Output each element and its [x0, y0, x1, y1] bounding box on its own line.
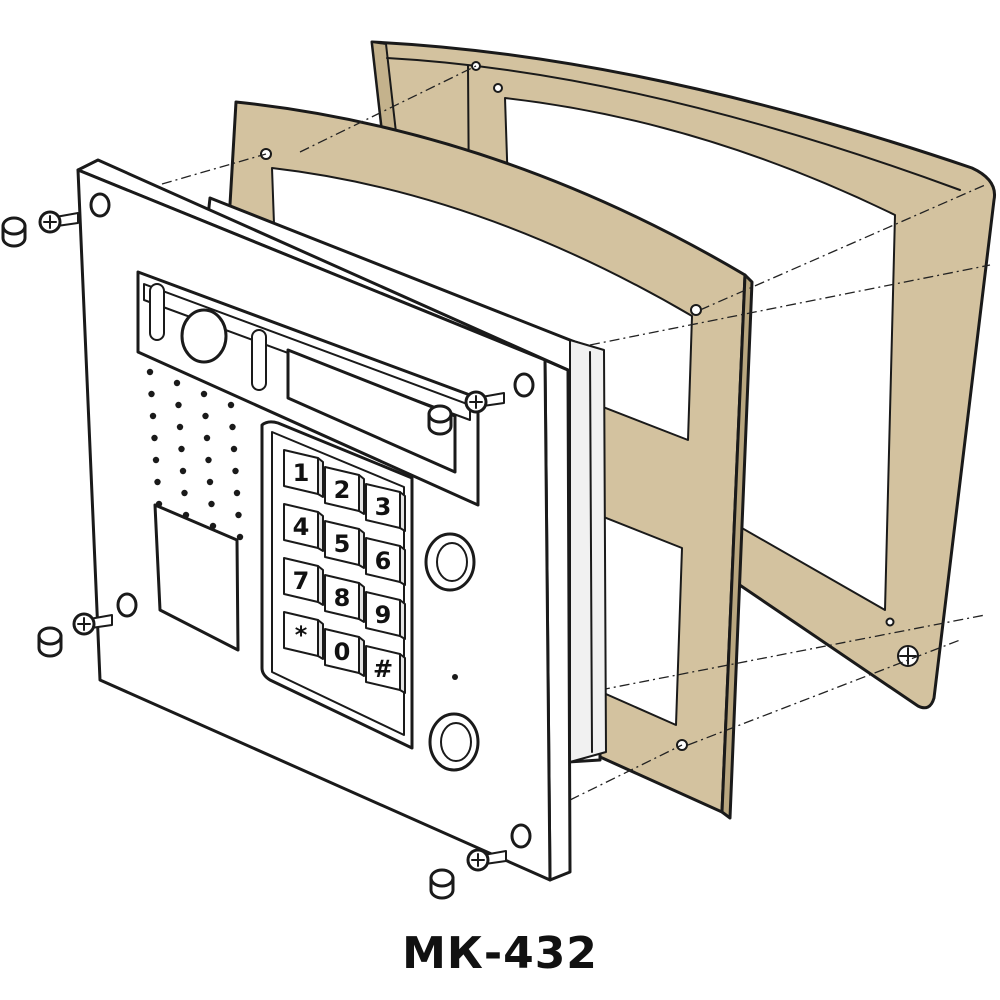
grille-hole	[173, 379, 181, 387]
grille-hole	[151, 434, 158, 442]
keypad-key-label: 5	[334, 530, 351, 558]
frame-hole	[690, 304, 702, 316]
keypad-key[interactable]: 1	[283, 449, 324, 498]
lcd-window	[286, 348, 457, 474]
screw-cap-icon	[37, 626, 63, 658]
panel-mount-hole	[513, 372, 535, 398]
grille-hole	[230, 445, 238, 453]
keypad-key[interactable]: 8	[324, 574, 365, 623]
grille-hole	[149, 412, 157, 420]
keypad-key[interactable]: 0	[324, 628, 365, 677]
keypad-key[interactable]: 5	[324, 520, 365, 569]
keypad: 123 456 789 * 0 #	[283, 449, 406, 694]
grille-hole	[205, 456, 212, 464]
grille-hole	[206, 478, 214, 486]
screw-icon	[38, 210, 79, 234]
grille-hole	[232, 467, 239, 475]
grille-hole	[146, 368, 154, 376]
keypad-key-label: 8	[334, 584, 351, 612]
grille-hole	[235, 511, 242, 519]
screw-cap-icon	[427, 404, 453, 436]
grille-hole	[202, 412, 209, 420]
keypad-key-label: 7	[293, 567, 310, 595]
panel-mount-hole	[510, 823, 532, 849]
keypad-key[interactable]: 4	[283, 503, 324, 552]
display-strip	[136, 270, 480, 507]
grille-hole	[176, 423, 184, 431]
keypad-key[interactable]: 6	[365, 537, 406, 586]
grille-hole	[200, 390, 208, 398]
keypad-key-label: 0	[334, 638, 351, 666]
screw-icon	[72, 612, 113, 636]
screw-cap-icon	[429, 868, 455, 900]
keypad-key-label: 3	[375, 493, 392, 521]
indicator-slot	[251, 329, 267, 391]
keypad-key-label: *	[295, 621, 308, 649]
keypad-key-label: 1	[293, 459, 310, 487]
speaker-grille-icon	[146, 368, 244, 541]
card-reader-window	[153, 503, 240, 652]
keypad-key[interactable]: 7	[283, 557, 324, 606]
keypad-key[interactable]: #	[365, 645, 406, 694]
canopy-hole	[493, 83, 503, 93]
grille-hole	[178, 445, 185, 453]
panel-mount-hole	[116, 592, 138, 618]
panel-mount-hole	[89, 192, 111, 218]
push-button-icon	[424, 532, 476, 592]
screw-icon	[464, 390, 505, 414]
camera-lens-icon	[180, 308, 228, 364]
fasteners	[1, 210, 507, 900]
keypad-key-label: 9	[375, 601, 392, 629]
keypad-key-label: 6	[375, 547, 392, 575]
keypad-key[interactable]: 2	[324, 466, 365, 515]
keypad-key[interactable]: 3	[365, 483, 406, 532]
keypad-key-label: 4	[293, 513, 310, 541]
grille-hole	[236, 533, 244, 541]
push-button-icon	[428, 712, 480, 772]
keypad-key[interactable]: *	[283, 611, 324, 660]
grille-hole	[152, 456, 160, 464]
keypad-key[interactable]: 9	[365, 591, 406, 640]
canopy-hole	[885, 617, 895, 627]
grille-hole	[208, 500, 215, 508]
screw-icon	[466, 848, 507, 872]
screw-cap-icon	[1, 216, 27, 248]
grille-hole	[227, 401, 235, 409]
keypad-key-label: #	[373, 655, 393, 683]
grille-hole	[179, 467, 187, 475]
keypad-key-label: 2	[334, 476, 351, 504]
grille-hole	[229, 423, 236, 431]
assembly-guide-lines	[161, 65, 991, 801]
indicator-slot	[149, 283, 165, 341]
microphone-hole	[452, 674, 458, 680]
canopy-screw-icon	[897, 645, 919, 667]
grille-hole	[175, 401, 182, 409]
grille-hole	[203, 434, 211, 442]
model-label: МК-432	[402, 928, 598, 979]
grille-hole	[148, 390, 155, 398]
grille-hole	[181, 489, 188, 497]
grille-hole	[233, 489, 241, 497]
front-panel: 123 456 789 * 0 #	[76, 158, 572, 882]
grille-hole	[154, 478, 161, 486]
